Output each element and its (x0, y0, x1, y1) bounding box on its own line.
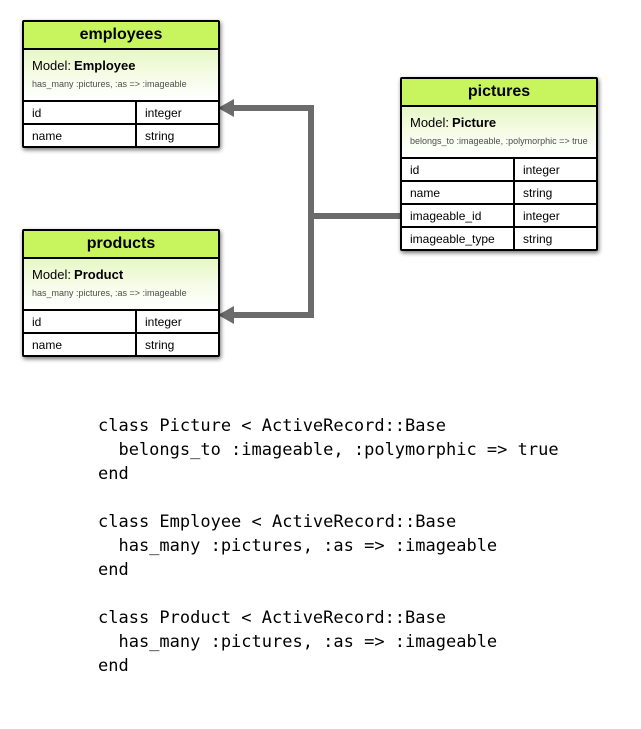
code-line: belongs_to :imageable, :polymorphic => t… (98, 440, 559, 460)
code-line: end (98, 560, 129, 580)
model-section: Model:Employee has_many :pictures, :as =… (24, 48, 218, 100)
column-type-cell: integer (523, 162, 560, 177)
table-row: imageable_type string (402, 226, 596, 249)
code-line: class Employee < ActiveRecord::Base (98, 512, 457, 532)
connector-line-from-pictures (308, 213, 402, 219)
table-row: id integer (24, 100, 218, 123)
model-line: Model:Product (32, 267, 210, 283)
column-name-cell: imageable_type (402, 228, 515, 249)
column-type-cell: string (523, 231, 553, 246)
table-row: imageable_id integer (402, 203, 596, 226)
column-type-cell: integer (145, 314, 182, 329)
connector-line-to-products (230, 312, 314, 318)
code-line: end (98, 464, 129, 484)
column-name-cell: name (24, 125, 137, 146)
connector-line-to-employees (230, 105, 314, 111)
association-line: belongs_to :imageable, :polymorphic => t… (410, 136, 588, 146)
arrowhead-products-icon (218, 306, 234, 324)
table-row: id integer (402, 157, 596, 180)
column-name-cell: id (24, 311, 137, 332)
column-name-cell: id (24, 102, 137, 123)
code-line: class Picture < ActiveRecord::Base (98, 416, 446, 436)
model-line: Model:Employee (32, 58, 210, 74)
table-row: id integer (24, 309, 218, 332)
column-type-cell: string (145, 128, 175, 143)
table-title: products (24, 231, 218, 257)
code-block-picture: class Picture < ActiveRecord::Base belon… (98, 414, 559, 486)
column-type-cell: string (523, 185, 553, 200)
code-line: has_many :pictures, :as => :imageable (98, 632, 498, 652)
code-block-employee: class Employee < ActiveRecord::Base has_… (98, 510, 559, 582)
column-name-cell: id (402, 159, 515, 180)
model-label: Model: (32, 58, 72, 73)
table-title: pictures (402, 79, 596, 105)
table-pictures: pictures Model:Picture belongs_to :image… (400, 77, 598, 251)
model-section: Model:Product has_many :pictures, :as =>… (24, 257, 218, 309)
model-name: Picture (452, 115, 497, 130)
table-row: name string (402, 180, 596, 203)
model-label: Model: (32, 267, 72, 282)
model-section: Model:Picture belongs_to :imageable, :po… (402, 105, 596, 157)
model-line: Model:Picture (410, 115, 588, 131)
code-line: has_many :pictures, :as => :imageable (98, 536, 498, 556)
table-row: name string (24, 332, 218, 355)
connector-vertical-line (308, 105, 314, 318)
column-name-cell: name (402, 182, 515, 203)
association-line: has_many :pictures, :as => :imageable (32, 288, 187, 298)
code-line: class Product < ActiveRecord::Base (98, 608, 446, 628)
column-type-cell: integer (523, 208, 560, 223)
column-type-cell: integer (145, 105, 182, 120)
column-name-cell: imageable_id (402, 205, 515, 226)
table-products: products Model:Product has_many :picture… (22, 229, 220, 357)
association-line: has_many :pictures, :as => :imageable (32, 79, 187, 89)
column-name-cell: name (24, 334, 137, 355)
model-name: Employee (74, 58, 136, 73)
code-section: class Picture < ActiveRecord::Base belon… (98, 414, 559, 702)
model-label: Model: (410, 115, 450, 130)
column-type-cell: string (145, 337, 175, 352)
table-employees: employees Model:Employee has_many :pictu… (22, 20, 220, 148)
table-row: name string (24, 123, 218, 146)
arrowhead-employees-icon (218, 99, 234, 117)
table-title: employees (24, 22, 218, 48)
model-name: Product (74, 267, 124, 282)
code-line: end (98, 656, 129, 676)
code-block-product: class Product < ActiveRecord::Base has_m… (98, 606, 559, 678)
